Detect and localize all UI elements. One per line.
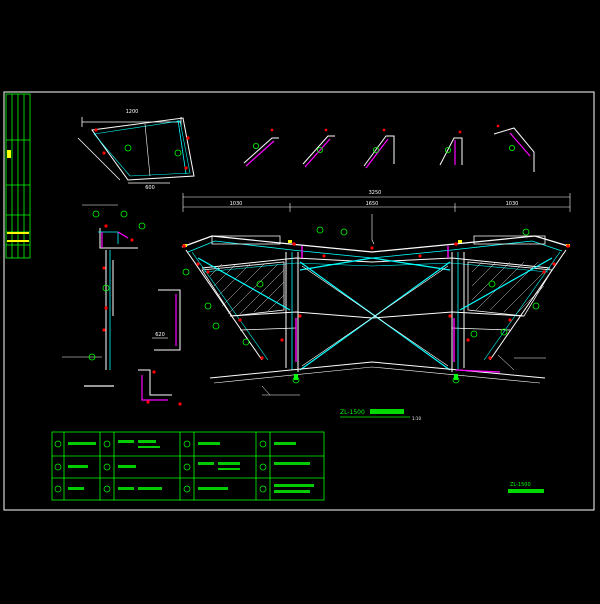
legend-entry-text (68, 440, 314, 493)
drawing-scale: 1:10 (412, 416, 421, 421)
profile-section-3 (363, 128, 395, 169)
dim-detail-right: 620 (155, 332, 165, 338)
dim-right: 1030 (506, 201, 519, 207)
dim-detail-bottom: 600 (145, 185, 155, 191)
profile-section-5 (493, 124, 535, 172)
dim-mid: 1650 (366, 201, 379, 207)
legend-callout-numbers (54, 440, 267, 493)
dim-left: 1030 (230, 201, 243, 207)
profile-section-4 (439, 130, 463, 166)
profile-section-2 (302, 128, 335, 168)
corner-title-line1: ZL-1500 (510, 482, 531, 488)
drawing-title: ZL-1500 (340, 409, 365, 416)
left-title-strip (5, 93, 31, 259)
left-vertical-detail: 620 (62, 204, 182, 406)
dim-detail-top: 1200 (126, 109, 139, 115)
profile-section-1 (243, 128, 279, 167)
main-canopy-elevation: 3250 1030 1650 1030 (181, 190, 571, 396)
drawing-title-block: ZL-1500 1:10 (340, 409, 421, 421)
detail-trapezoid: 1200 600 (77, 109, 195, 191)
legend-table (51, 431, 325, 501)
corner-title-block: ZL-1500 (508, 482, 544, 493)
dim-overall: 3250 (369, 190, 382, 196)
drawing-frame (3, 91, 595, 511)
left-title-strip-marks (7, 150, 29, 242)
